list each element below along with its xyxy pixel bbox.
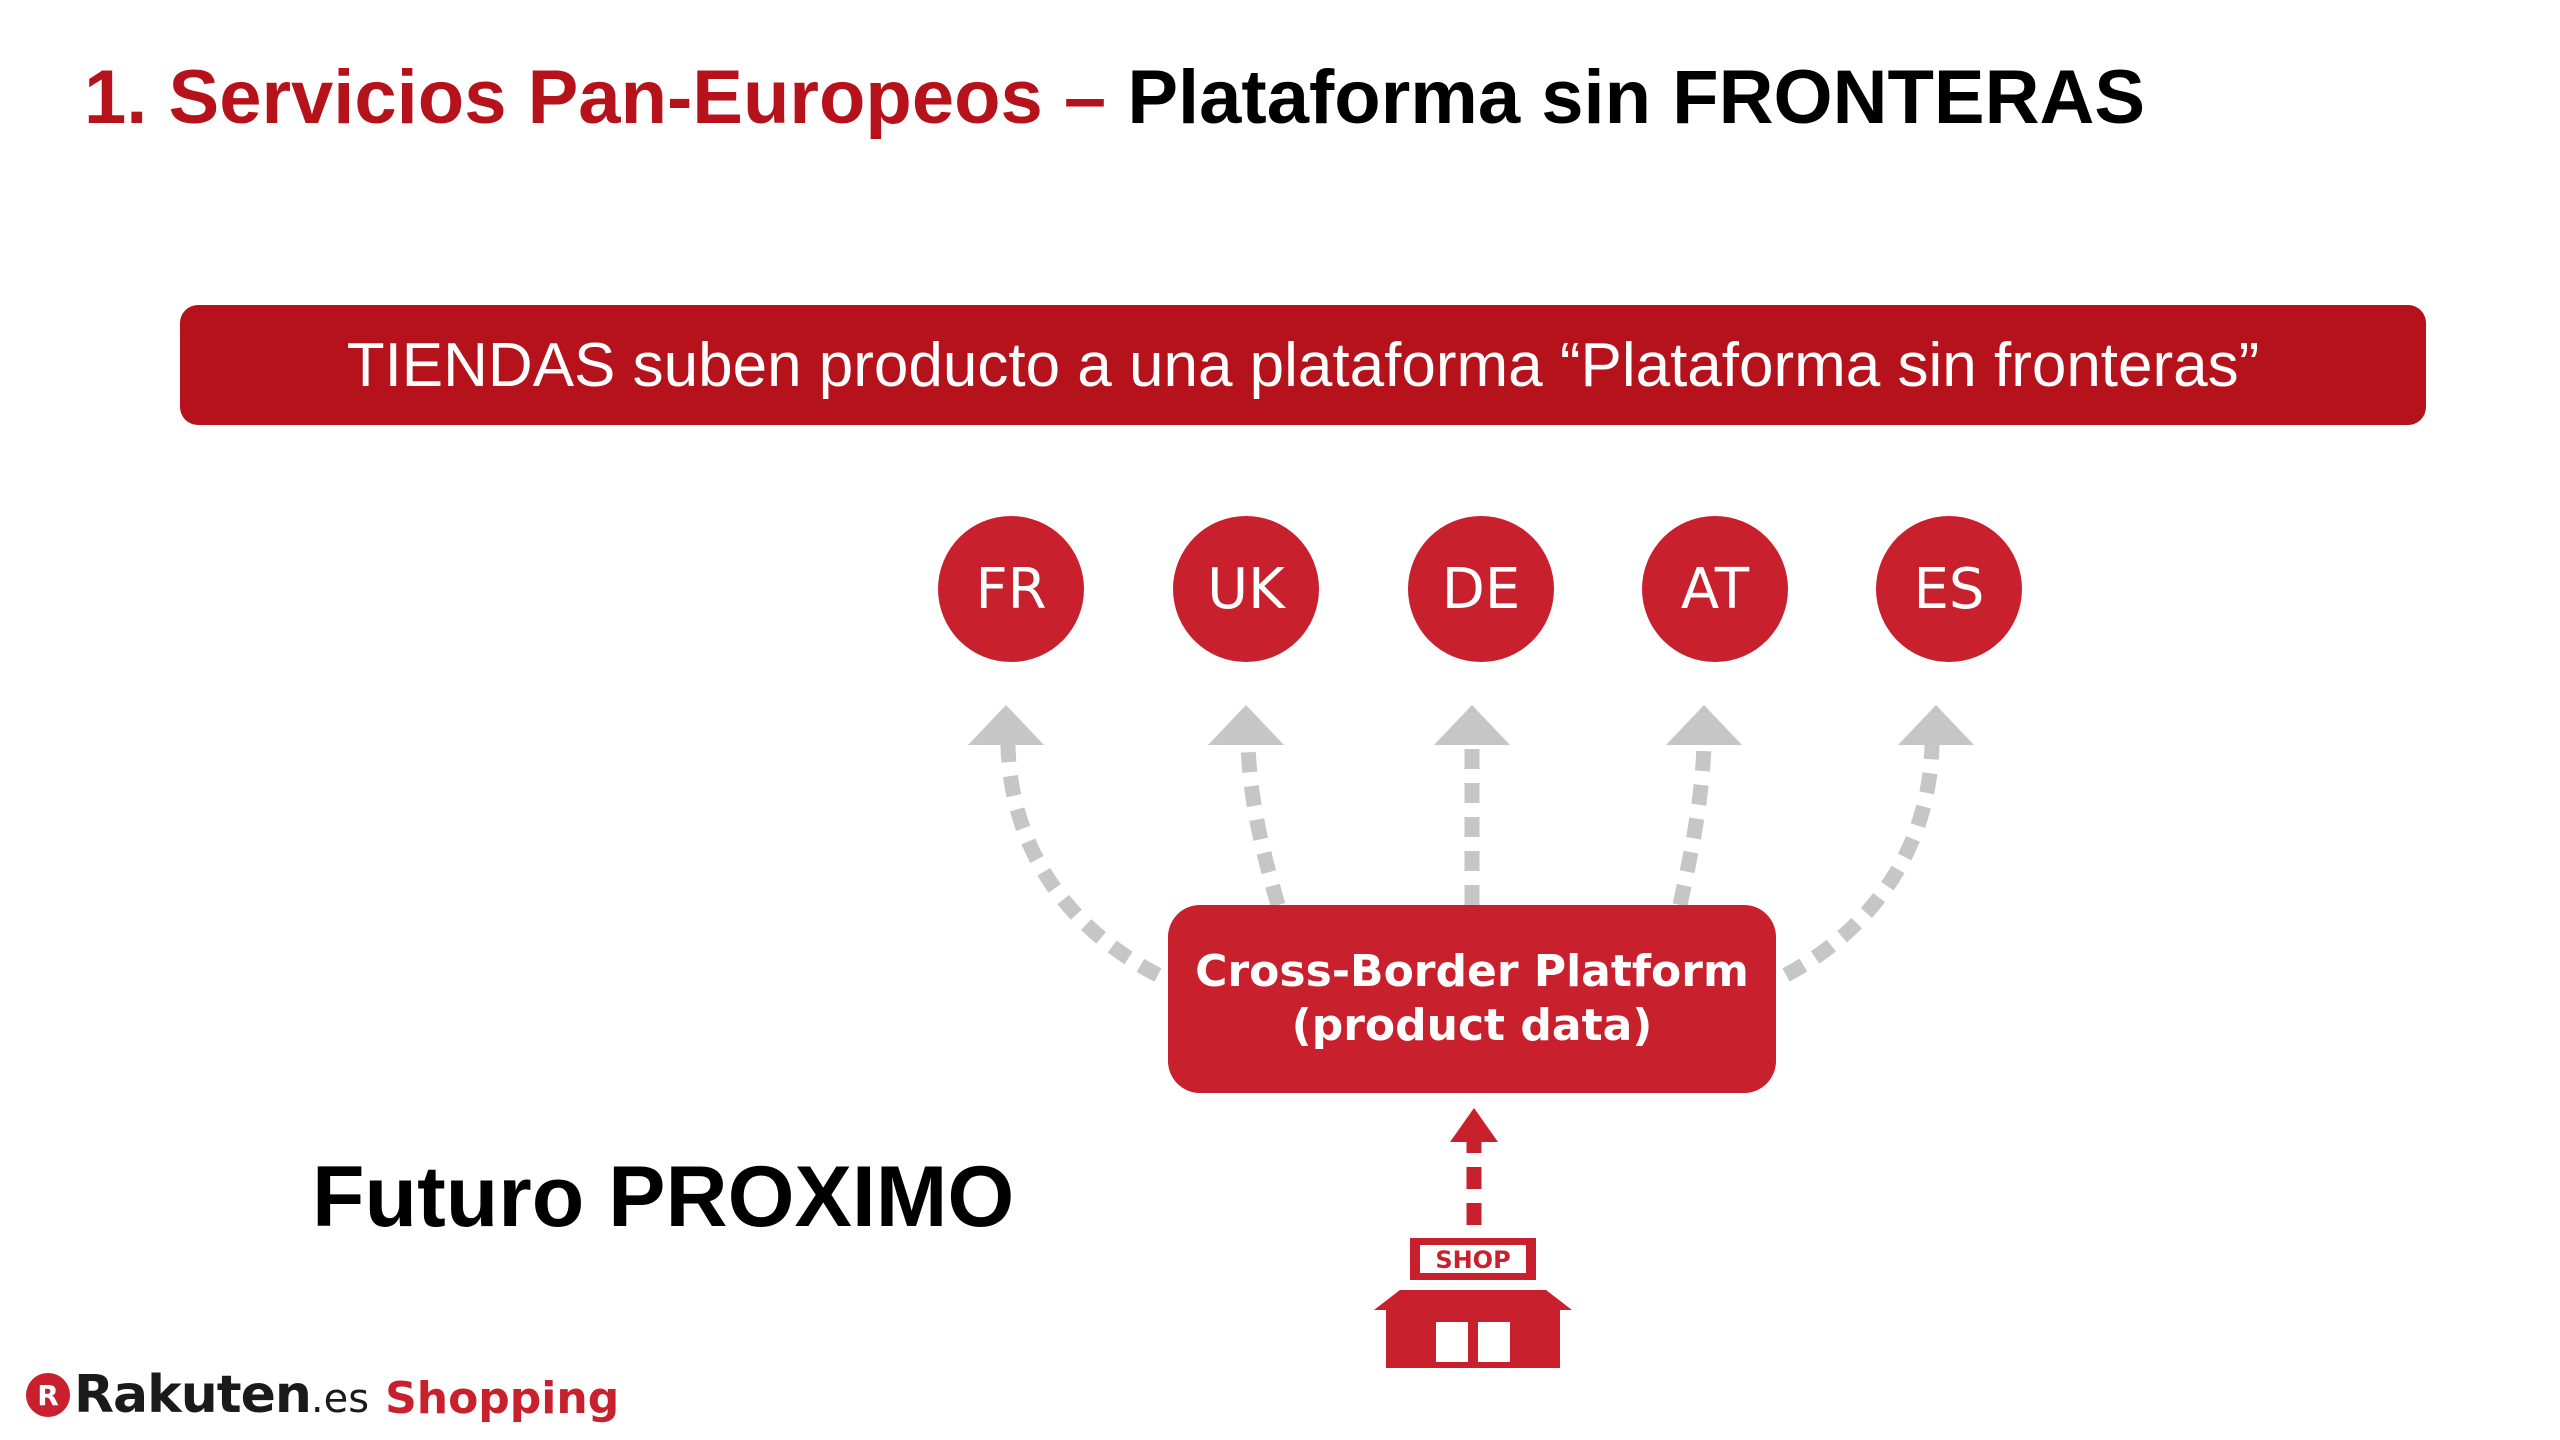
arrow-head-at xyxy=(1666,705,1742,745)
country-label: ES xyxy=(1913,556,1985,622)
logo-brand: Rakuten xyxy=(74,1365,312,1425)
shop-sign-text: SHOP xyxy=(1435,1246,1510,1274)
banner: TIENDAS suben producto a una plataforma … xyxy=(180,305,2426,425)
country-label: FR xyxy=(975,556,1047,622)
platform-line-2: (product data) xyxy=(1291,1000,1653,1051)
banner-text: TIENDAS suben producto a una plataforma … xyxy=(346,330,2260,400)
arrow-head-es xyxy=(1898,705,1974,745)
slide-title: 1. Servicios Pan-Europeos – Plataforma s… xyxy=(84,52,2145,143)
arrow-path-at xyxy=(1672,744,1712,907)
arrow-head-uk xyxy=(1208,705,1284,745)
logo-domain: .es xyxy=(310,1376,370,1422)
arrow-path-fr xyxy=(1000,744,1162,982)
logo-badge: R xyxy=(26,1373,70,1417)
future-label: Futuro PROXIMO xyxy=(312,1149,1015,1245)
country-label: UK xyxy=(1207,556,1285,622)
country-fr: FR xyxy=(938,516,1084,662)
rakuten-logo: R Rakuten .es Shopping xyxy=(26,1365,619,1425)
country-uk: UK xyxy=(1173,516,1319,662)
country-at: AT xyxy=(1642,516,1788,662)
country-de: DE xyxy=(1408,516,1554,662)
shop-arrow-head xyxy=(1450,1108,1498,1142)
title-main: Plataforma sin FRONTERAS xyxy=(1127,55,2146,140)
arrow-path-es xyxy=(1782,744,1940,982)
platform-line-1: Cross-Border Platform xyxy=(1195,946,1749,998)
title-prefix: 1. Servicios Pan-Europeos – xyxy=(84,55,1107,140)
country-label: AT xyxy=(1680,556,1750,622)
country-label: DE xyxy=(1441,556,1521,622)
arrow-head-de xyxy=(1434,705,1510,745)
logo-shopping: Shopping xyxy=(385,1372,620,1424)
country-es: ES xyxy=(1876,516,2022,662)
arrow-path-uk xyxy=(1240,744,1286,908)
shop-icon: SHOP xyxy=(1374,1238,1572,1368)
cross-border-platform: Cross-Border Platform (product data) xyxy=(1168,905,1776,1093)
arrow-head-fr xyxy=(968,705,1044,745)
